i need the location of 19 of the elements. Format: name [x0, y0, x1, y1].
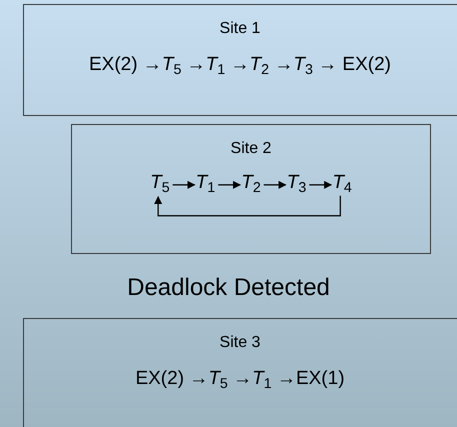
arrow [154, 196, 341, 216]
transaction-chain: EX(2) →T$_{5}$ →T$_{1}$ →EX(1) [135, 367, 345, 391]
transaction-label: T$_{5}$ [150, 171, 170, 195]
site-heading: Site 3 [220, 333, 260, 353]
arrow [264, 180, 287, 189]
arrow [218, 180, 242, 189]
arrow [172, 180, 196, 189]
transaction-label: T$_{3}$ [286, 171, 306, 195]
arrow [309, 180, 332, 189]
site-box [23, 4, 457, 116]
site-heading: Site 1 [220, 19, 260, 39]
site-box [71, 124, 431, 254]
transaction-label: T$_{1}$ [196, 171, 216, 195]
status-text: Deadlock Detected [126, 273, 331, 303]
site-heading: Site 2 [230, 139, 272, 159]
transaction-chain: EX(2) →T$_{5}$ →T$_{1}$ →T$_{2}$ →T$_{3}$ → EX(2) [88, 53, 391, 77]
transaction-label: T$_{4}$ [332, 171, 352, 195]
site-box [23, 318, 457, 427]
transaction-label: T$_{2}$ [241, 171, 261, 195]
